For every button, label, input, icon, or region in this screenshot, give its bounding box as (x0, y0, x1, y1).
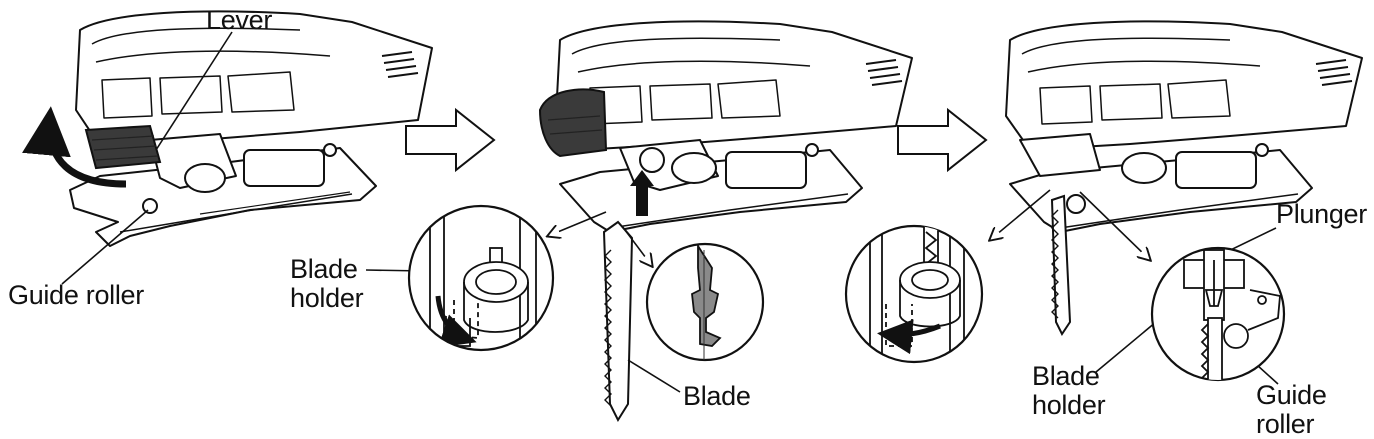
leader-blade (627, 359, 681, 393)
insert-arrow-icon (630, 170, 654, 216)
blade-holder-label-step2: Blade holder (290, 254, 364, 313)
leader-lever (155, 31, 233, 151)
step2-jigsaw (555, 20, 913, 233)
vent-icon (1315, 59, 1353, 86)
rotate-arrow-icon (22, 106, 127, 188)
vent-icon (865, 59, 903, 86)
guide-roller-label-step3: Guide roller (1256, 380, 1327, 439)
guide-roller-label-step1: Guide roller (8, 280, 144, 310)
leader-guide-roller-1 (61, 209, 149, 285)
vent-icon (381, 51, 419, 78)
blade-shape (1050, 194, 1072, 336)
plunger-label: Plunger (1276, 199, 1367, 229)
detail-plunger-circle (1150, 246, 1286, 382)
blade-label: Blade (683, 381, 751, 411)
blade-shape (602, 220, 634, 423)
detail-holder-locked-circle (844, 224, 984, 364)
blade-holder-label-step3: Blade holder (1032, 361, 1106, 420)
lever-ring (538, 88, 608, 158)
next-step-arrow-icon (405, 107, 496, 173)
detail-blade-holder-circle (407, 204, 555, 352)
lever-label: Lever (206, 5, 273, 35)
step3-jigsaw (1005, 20, 1363, 233)
step1-jigsaw (69, 10, 433, 247)
detail-blade-circle (645, 242, 765, 362)
next-step-arrow-icon (897, 107, 988, 173)
jigsaw-blade-installation-diagram (22, 10, 1363, 423)
